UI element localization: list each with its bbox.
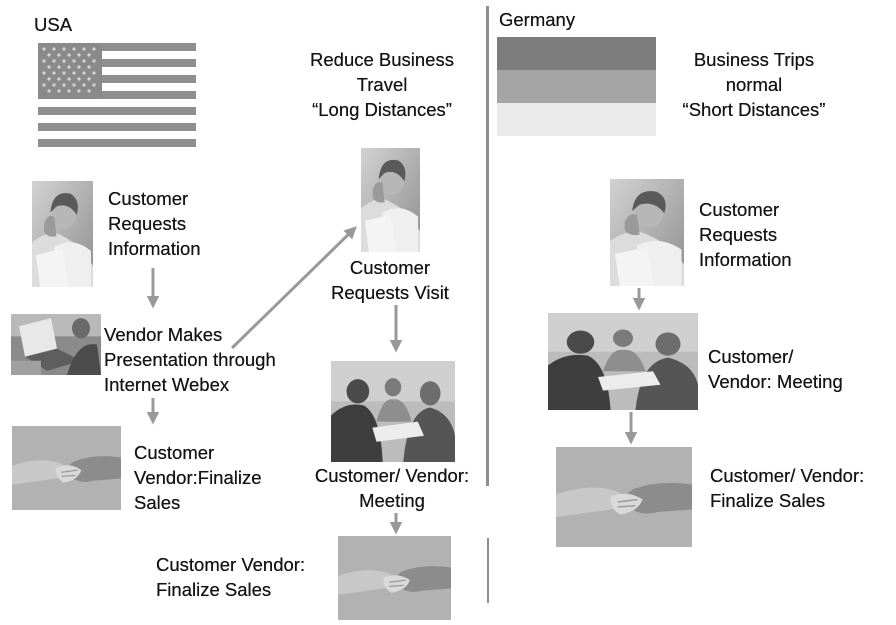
reduce-travel-header: Reduce Business Travel “Long Distances” [310, 49, 454, 120]
usa-customer-requests-label: Customer Requests Information [108, 188, 201, 259]
country-divider-upper [486, 6, 489, 486]
usa-finalize-sales-label: Customer Vendor:Finalize Sales [134, 442, 262, 513]
usa-vendor-presentation-label: Vendor Makes Presentation through Intern… [104, 324, 276, 395]
germany-customer-requests-label: Customer Requests Information [699, 199, 792, 270]
travel-finalize-sales-label: Customer Vendor: Finalize Sales [156, 554, 306, 600]
business-trips-header: Business Trips normal “Short Distances” [682, 49, 826, 120]
flag-stripe-light [497, 103, 656, 136]
customer-requests-visit-label: Customer Requests Visit [331, 257, 449, 303]
germany-meeting-label: Customer/ Vendor: Meeting [708, 346, 843, 392]
usa-title: USA [34, 14, 73, 35]
country-divider-lower [487, 538, 489, 603]
arrow-presentation-to-visit-request [230, 226, 357, 350]
germany-title: Germany [499, 9, 576, 30]
germany-flag-image [497, 37, 656, 136]
flag-stripe-dark [497, 37, 656, 70]
travel-meeting-label: Customer/ Vendor: Meeting [314, 465, 470, 511]
flag-stripe-mid [497, 70, 656, 103]
germany-finalize-sales-label: Customer/ Vendor: Finalize Sales [710, 465, 865, 511]
